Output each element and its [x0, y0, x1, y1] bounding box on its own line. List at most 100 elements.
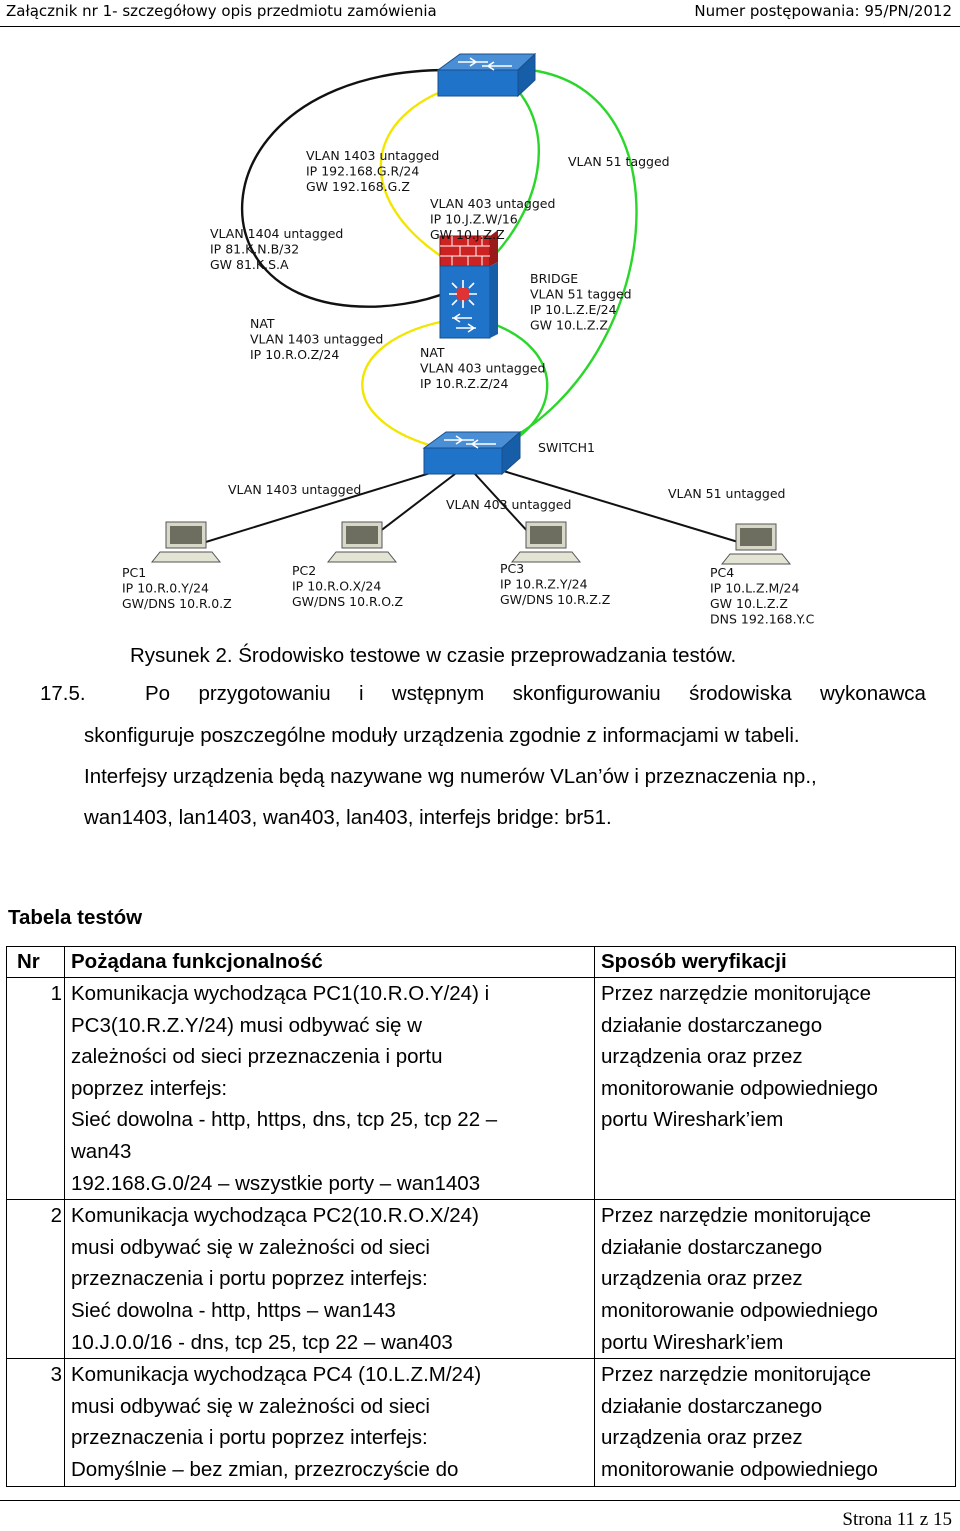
label-pc4-line: GW 10.L.Z.Z	[710, 596, 788, 611]
firewall-router-icon	[439, 230, 498, 339]
verification-line: Przez narzędzie monitorujące	[601, 982, 872, 1005]
verification-line: monitorowanie odpowiedniego	[601, 1298, 878, 1322]
label-pc1-line: IP 10.R.0.Y/24	[122, 581, 209, 596]
functionality-line: PC3(10.R.Z.Y/24) musi odbywać się w	[71, 1013, 422, 1037]
label-vlan403-top-line: VLAN 403 untagged	[430, 196, 555, 211]
tests-table: Nr Pożądana funkcjonalność Sposób weryfi…	[6, 946, 956, 1487]
label-bridge-line: GW 10.L.Z.Z	[530, 318, 608, 333]
section-line-1-word: i	[359, 682, 364, 705]
table-row: 1 Komunikacja wychodząca PC1(10.R.O.Y/24)…	[6, 976, 956, 1201]
label-bridge-line: VLAN 51 tagged	[530, 287, 632, 302]
row-number: 2	[6, 1199, 65, 1360]
functionality-line: Komunikacja wychodząca PC1(10.R.O.Y/24) …	[71, 982, 490, 1005]
label-vlan1403-top-line: GW 192.168.G.Z	[306, 179, 410, 194]
verification-line: monitorowanie odpowiedniego	[601, 1457, 878, 1481]
label-link-1403-line: VLAN 1403 untagged	[228, 482, 361, 497]
label-pc2-line: PC2	[292, 563, 316, 578]
row-functionality: Komunikacja wychodząca PC4 (10.L.Z.M/24)…	[64, 1358, 595, 1487]
table-body: 1 Komunikacja wychodząca PC1(10.R.O.Y/24)…	[6, 976, 956, 1487]
label-vlan403-top-line: GW 10.J.Z.Z	[430, 227, 505, 242]
label-pc3-line: IP 10.R.Z.Y/24	[500, 577, 588, 592]
verification-line: portu Wireshark’iem	[601, 1108, 784, 1132]
section-line-1-word: Po	[145, 682, 171, 705]
label-pc2-line: GW/DNS 10.R.O.Z	[292, 594, 403, 609]
figure-caption: Rysunek 2. Środowisko testowe w czasie p…	[130, 644, 737, 667]
label-pc4-line: PC4	[710, 565, 734, 580]
label-vlan1403-top-line: VLAN 1403 untagged	[306, 148, 439, 163]
functionality-line: przeznaczenia i portu poprzez interfejs:	[71, 1267, 428, 1291]
label-nat-right-line: IP 10.R.Z.Z/24	[420, 376, 509, 391]
link-vlan1404	[241, 68, 449, 308]
section-line-1-word: wstępnym	[391, 682, 485, 705]
functionality-line: przeznaczenia i portu poprzez interfejs:	[71, 1426, 428, 1450]
label-nat-left-line: NAT	[250, 316, 275, 331]
section-line-1-word: wykonawca	[819, 682, 926, 705]
pc3-icon	[510, 521, 582, 563]
pc2-icon	[326, 521, 398, 563]
section-line-3: Interfejsy urządzenia będą nazywane wg n…	[84, 765, 817, 788]
pc1-icon	[150, 521, 222, 563]
label-link-403-line: VLAN 403 untagged	[446, 497, 571, 512]
label-link-51-line: VLAN 51 untagged	[668, 486, 785, 501]
functionality-line: Komunikacja wychodząca PC4 (10.L.Z.M/24)	[71, 1363, 482, 1387]
functionality-line: 10.J.0.0/16 - dns, tcp 25, tcp 22 – wan4…	[71, 1330, 453, 1354]
label-vlan51-tagged-top-line: VLAN 51 tagged	[568, 154, 670, 169]
table-header-row: Nr Pożądana funkcjonalność Sposób weryfi…	[6, 946, 956, 978]
label-pc1-line: PC1	[122, 565, 146, 580]
page-footer: Strona 11 z 15	[842, 1509, 952, 1530]
pc4-icon	[720, 523, 792, 565]
label-nat-right-line: VLAN 403 untagged	[420, 361, 545, 376]
diagram-links	[195, 68, 759, 549]
label-vlan1403-top-line: IP 192.168.G.R/24	[306, 164, 419, 179]
section-line-1-word: przygotowaniu	[198, 682, 331, 705]
verification-line: portu Wireshark’iem	[601, 1330, 784, 1354]
label-vlan51-tagged-top: VLAN 51 tagged	[568, 154, 670, 169]
section-line-2: skonfiguruje poszczególne moduły urządze…	[84, 724, 800, 747]
label-pc1-line: GW/DNS 10.R.0.Z	[122, 596, 232, 611]
verification-line: działanie dostarczanego	[601, 1013, 823, 1037]
page-header: Załącznik nr 1- szczegółowy opis przedmi…	[0, 0, 960, 26]
functionality-line: wan43	[71, 1139, 132, 1163]
verification-line: urządzenia oraz przez	[601, 1045, 803, 1069]
label-pc4-line: IP 10.L.Z.M/24	[710, 581, 800, 596]
top-switch-icon	[436, 52, 537, 98]
label-nat-right-line: NAT	[420, 345, 445, 360]
functionality-line: musi odbywać się w zależności od sieci	[71, 1235, 430, 1259]
verification-line: urządzenia oraz przez	[601, 1267, 803, 1291]
verification-line: monitorowanie odpowiedniego	[601, 1076, 878, 1100]
verification-line: działanie dostarczanego	[601, 1394, 823, 1418]
functionality-line: musi odbywać się w zależności od sieci	[71, 1394, 430, 1418]
section-line-1-word: skonfigurowaniu	[512, 682, 661, 705]
row-functionality: Komunikacja wychodząca PC1(10.R.O.Y/24) …	[64, 976, 595, 1201]
row-number: 1	[6, 976, 65, 1201]
link-pc4	[499, 469, 759, 549]
header-left-text: Załącznik nr 1- szczegółowy opis przedmi…	[6, 2, 437, 20]
header-functionality: Pożądana funkcjonalność	[64, 946, 595, 978]
label-bridge-line: BRIDGE	[530, 271, 578, 286]
header-nr: Nr	[6, 946, 65, 978]
link-pc1	[195, 469, 441, 546]
label-pc3-line: PC3	[500, 561, 524, 576]
row-verification: Przez narzędzie monitorujące działanie do…	[594, 976, 956, 1201]
label-vlan1404-line: VLAN 1404 untagged	[210, 226, 343, 241]
label-switch1: SWITCH1	[538, 440, 595, 455]
row-number: 3	[6, 1358, 65, 1487]
header-right-text: Numer postępowania: 95/PN/2012	[694, 2, 952, 20]
label-switch1-line: SWITCH1	[538, 440, 595, 455]
label-nat-left-line: VLAN 1403 untagged	[250, 332, 383, 347]
link-vlan1403-top	[379, 80, 471, 264]
